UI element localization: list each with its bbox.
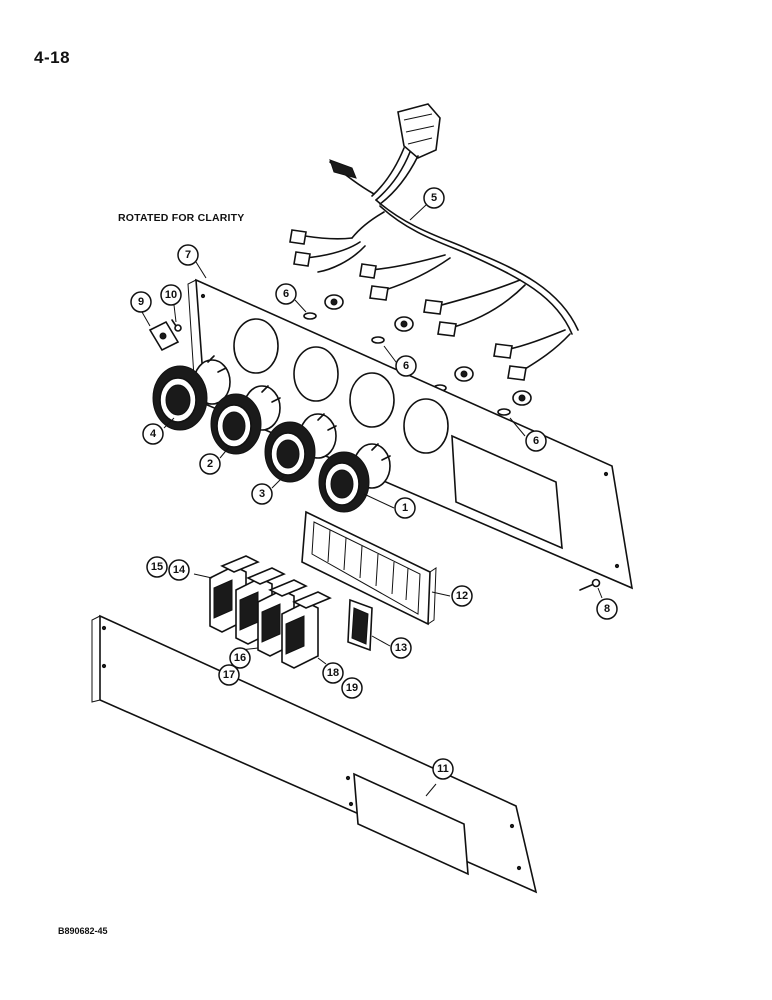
- callout-7: 7: [177, 244, 199, 266]
- svg-text:8: 8: [604, 603, 610, 615]
- svg-text:6: 6: [283, 288, 289, 300]
- callout-4: 4: [142, 423, 164, 445]
- svg-text:2: 2: [207, 458, 213, 470]
- callout-8: 8: [596, 598, 618, 620]
- callout-11: 11: [432, 758, 454, 780]
- svg-text:10: 10: [165, 289, 177, 301]
- rocker-switches: [209, 555, 332, 669]
- svg-text:19: 19: [346, 682, 358, 694]
- svg-text:15: 15: [151, 561, 163, 573]
- gauge-2: [210, 385, 281, 455]
- instrument-panel-upper: [187, 278, 634, 590]
- panel-screw: [579, 578, 601, 591]
- rotated-for-clarity-note: ROTATED FOR CLARITY: [118, 212, 245, 224]
- callout-19: 19: [341, 677, 363, 699]
- svg-text:16: 16: [234, 652, 246, 664]
- callout-6b: 6: [395, 355, 417, 377]
- svg-text:13: 13: [395, 642, 407, 654]
- callout-10: 10: [160, 284, 182, 306]
- svg-text:4: 4: [150, 428, 157, 440]
- indicator-lens: [347, 598, 373, 652]
- svg-text:17: 17: [223, 669, 235, 681]
- indicator-light-module: [301, 510, 437, 626]
- svg-text:7: 7: [185, 249, 191, 261]
- page-number: 4-18: [34, 48, 71, 67]
- callout-9: 9: [130, 291, 152, 313]
- svg-text:5: 5: [431, 192, 437, 204]
- svg-text:1: 1: [402, 502, 408, 514]
- mounting-bracket: [148, 320, 180, 352]
- callout-6c: 6: [525, 430, 547, 452]
- document-code: B890682-45: [58, 926, 108, 936]
- instrument-panel-lower: [91, 614, 538, 894]
- gauge-1: [318, 443, 391, 513]
- svg-text:14: 14: [173, 564, 186, 576]
- bulb-sockets: [303, 294, 532, 416]
- svg-text:6: 6: [533, 435, 539, 447]
- callout-13: 13: [390, 637, 412, 659]
- gauge-3: [264, 413, 337, 483]
- gauge-4: [152, 355, 231, 431]
- callout-15: 15: [146, 556, 168, 578]
- callout-18: 18: [322, 662, 344, 684]
- bracket-screw: [171, 319, 182, 332]
- callout-17: 17: [218, 664, 240, 686]
- svg-text:6: 6: [403, 360, 409, 372]
- svg-text:3: 3: [259, 488, 265, 500]
- callout-12: 12: [451, 585, 473, 607]
- svg-text:12: 12: [456, 590, 468, 602]
- callout-6a: 6: [275, 283, 297, 305]
- callout-16: 16: [229, 647, 251, 669]
- svg-text:9: 9: [138, 296, 144, 308]
- wiring-harness: [289, 103, 579, 381]
- leader-lines: [141, 204, 603, 797]
- callout-2: 2: [199, 453, 221, 475]
- callout-5: 5: [423, 187, 445, 209]
- callout-1: 1: [394, 497, 416, 519]
- svg-text:11: 11: [437, 763, 449, 775]
- svg-text:18: 18: [327, 667, 339, 679]
- callout-3: 3: [251, 483, 273, 505]
- callout-14: 14: [168, 559, 190, 581]
